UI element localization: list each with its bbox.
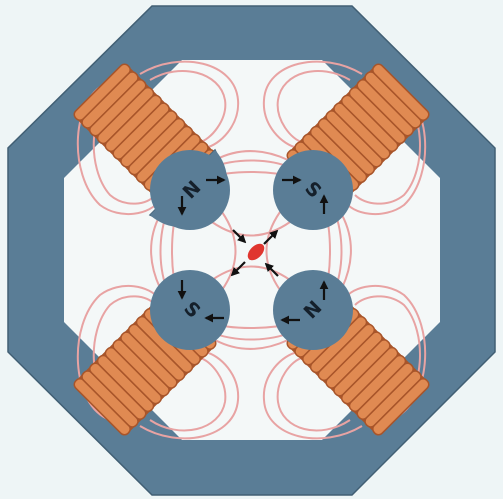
quadrupole-magnet-diagram: N S S N xyxy=(0,0,503,499)
